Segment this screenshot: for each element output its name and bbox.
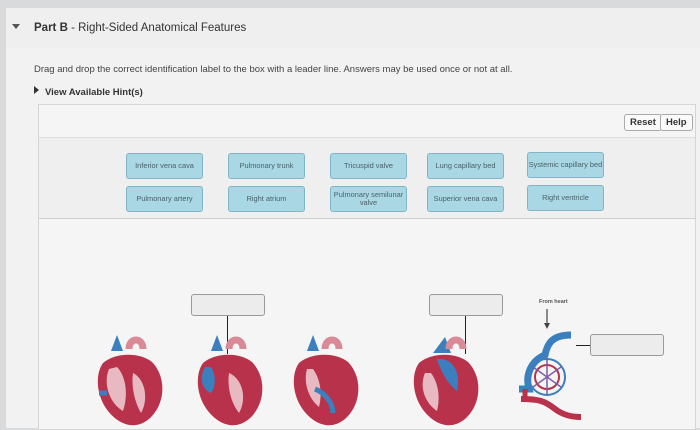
part-header[interactable]: Part B - Right-Sided Anatomical Features — [6, 8, 700, 48]
label-chip-systemic-capillary-bed[interactable]: Systemic capillary bed — [527, 152, 604, 178]
heart-diagram-1 — [97, 335, 163, 426]
leader-line-2 — [465, 316, 466, 354]
heart-diagram-4 — [413, 336, 479, 426]
heart-diagram-3 — [293, 335, 359, 426]
help-button[interactable]: Help — [660, 114, 693, 131]
part-separator: - — [67, 22, 79, 34]
reset-button[interactable]: Reset — [624, 114, 662, 131]
part-title-text: Right-Sided Anatomical Features — [78, 22, 247, 34]
expand-caret-icon — [34, 86, 39, 94]
label-chip-right-atrium[interactable]: Right atrium — [228, 186, 305, 212]
heart-diagram-2 — [197, 335, 263, 426]
label-chip-right-ventricle[interactable]: Right ventricle — [527, 185, 604, 211]
leader-line-3 — [576, 345, 590, 346]
instruction-text: Drag and drop the correct identification… — [34, 64, 513, 75]
page: Part B - Right-Sided Anatomical Features… — [6, 8, 700, 430]
label-chip-tricuspid-valve[interactable]: Tricuspid valve — [330, 153, 407, 179]
part-title: Part B - Right-Sided Anatomical Features — [34, 22, 246, 34]
from-heart-label: From heart — [539, 299, 568, 305]
capillary-bed-diagram — [519, 309, 582, 420]
drop-target-1[interactable] — [191, 294, 265, 316]
label-chip-pulmonary-semilunar-valve[interactable]: Pulmonary semilunar valve — [330, 186, 407, 212]
part-label: Part B — [34, 22, 68, 34]
view-hints-link[interactable]: View Available Hint(s) — [34, 86, 143, 98]
leader-line-1 — [227, 316, 228, 354]
view-hints-label: View Available Hint(s) — [45, 87, 143, 98]
label-chip-pulmonary-trunk[interactable]: Pulmonary trunk — [228, 153, 305, 179]
label-bank: Inferior vena cava Pulmonary trunk Tricu… — [39, 137, 695, 219]
label-chip-superior-vena-cava[interactable]: Superior vena cava — [427, 186, 504, 212]
label-chip-pulmonary-artery[interactable]: Pulmonary artery — [126, 186, 203, 212]
label-chip-lung-capillary-bed[interactable]: Lung capillary bed — [427, 153, 504, 179]
collapse-chevron-icon[interactable] — [12, 24, 20, 29]
drag-drop-workspace: Reset Help Inferior vena cava Pulmonary … — [38, 104, 696, 430]
label-chip-inferior-vena-cava[interactable]: Inferior vena cava — [126, 153, 203, 179]
drop-target-3[interactable] — [590, 334, 664, 356]
drop-target-2[interactable] — [429, 294, 503, 316]
